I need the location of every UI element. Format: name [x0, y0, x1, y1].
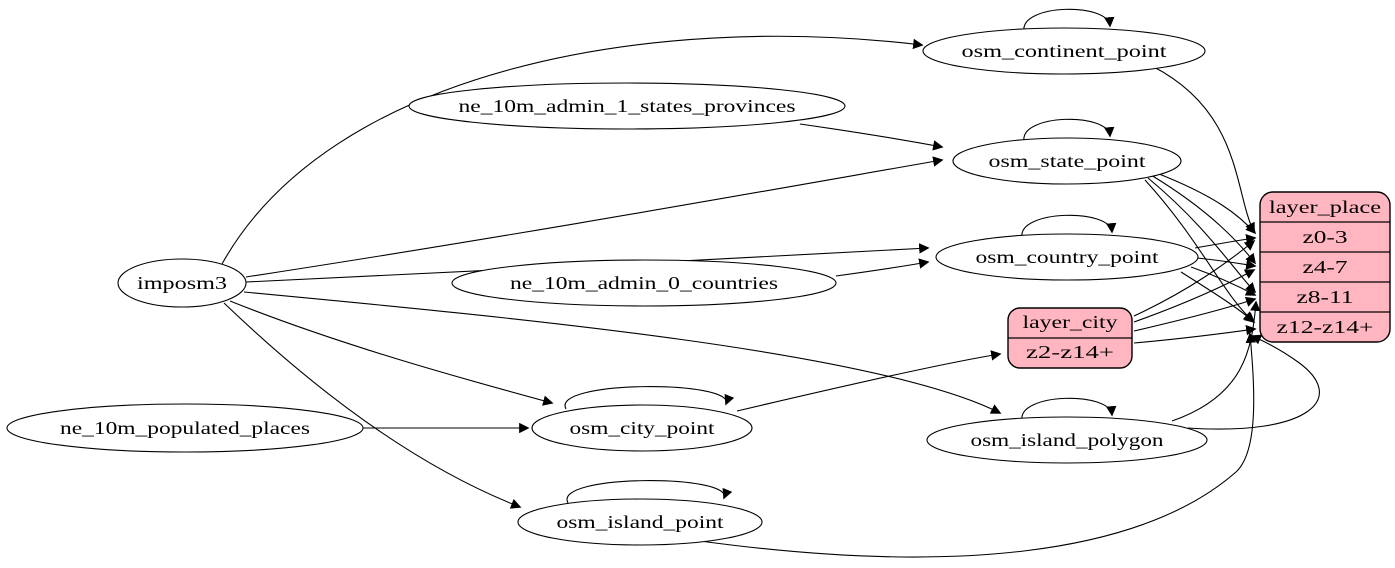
edge-country-z4-7: [1196, 257, 1257, 270]
edge-state-z12-z14: [1144, 179, 1255, 323]
node-imposm3-shape: [117, 258, 247, 308]
edge-country-z12-z14: [1180, 271, 1256, 324]
node-osm-state-point-shape: [952, 137, 1182, 185]
edge-state-z4-7: [1150, 174, 1256, 265]
record-layer-place: layer_place z0-3 z4-7 z8-11 z12-z14+: [1259, 191, 1391, 343]
record-layer-city-title: layer_city: [1023, 312, 1118, 332]
edge-imposm3-osm-continent-point: [221, 35, 924, 265]
node-osm-country-point: osm_country_point: [935, 233, 1199, 281]
node-ne-states-label: ne_10m_admin_1_states_provinces: [459, 96, 796, 116]
node-osm-city-point-shape: [531, 404, 753, 452]
node-ne-10m-admin-1-states-provinces: ne_10m_admin_1_states_provinces: [408, 82, 846, 130]
edge-layer-city-z4-7: [1133, 269, 1256, 323]
edge-imposm3-osm-island-polygon: [243, 291, 1002, 414]
edge-state-z0-3: [1153, 171, 1257, 235]
selfloop-osm-city-point: [564, 386, 735, 410]
edge-layer-city-z12-z14: [1133, 325, 1257, 344]
node-ne-places-shape: [6, 403, 364, 453]
edge-continent-z0-3: [1151, 65, 1255, 234]
node-osm-island-polygon: osm_island_polygon: [926, 416, 1208, 464]
edge-imposm3-osm-island-point: [223, 302, 522, 509]
node-ne-10m-populated-places: ne_10m_populated_places: [6, 403, 364, 453]
record-layer-city: layer_city z2-z14+: [1007, 307, 1133, 369]
node-osm-city-point: osm_city_point: [531, 404, 753, 452]
record-layer-place-row-z4-7: z4-7: [1303, 257, 1348, 277]
edge-state-z8-11: [1147, 177, 1257, 294]
record-layer-place-shape: [1259, 191, 1391, 343]
edge-imposm3-osm-city-point: [229, 300, 554, 406]
node-osm-island-point-label: osm_island_point: [557, 512, 724, 532]
node-imposm3: imposm3: [117, 258, 247, 308]
node-ne-states-shape: [408, 82, 846, 130]
edge-layer-city-z8-11: [1133, 296, 1257, 332]
node-osm-continent-point-label: osm_continent_point: [962, 41, 1167, 61]
node-osm-city-point-label: osm_city_point: [570, 418, 715, 438]
record-layer-place-title: layer_place: [1269, 197, 1381, 217]
node-osm-state-point: osm_state_point: [952, 137, 1182, 185]
edge-osm-city-point-layer-city: [736, 350, 1002, 412]
edge-ne-countries-osm-country-point: [835, 258, 930, 277]
selfloop-osm-country-point: [1021, 214, 1117, 238]
node-ne-countries-shape: [451, 259, 837, 307]
node-osm-country-point-label: osm_country_point: [976, 247, 1159, 267]
node-osm-island-point-shape: [517, 498, 763, 546]
record-layer-place-row-z8-11: z8-11: [1297, 287, 1354, 307]
edge-island-point-z12-z14: [699, 332, 1256, 558]
node-osm-island-polygon-label: osm_island_polygon: [971, 430, 1164, 450]
node-osm-island-polygon-shape: [926, 416, 1208, 464]
edge-country-z8-11: [1190, 266, 1257, 296]
node-osm-continent-point: osm_continent_point: [922, 27, 1206, 75]
node-osm-state-point-label: osm_state_point: [989, 151, 1146, 171]
edge-ne-states-osm-state-point: [799, 123, 944, 151]
edge-imposm3-osm-state-point: [245, 156, 944, 278]
node-ne-countries-label: ne_10m_admin_0_countries: [510, 273, 778, 293]
record-layer-place-row-z0-3: z0-3: [1303, 227, 1348, 247]
node-ne-places-label: ne_10m_populated_places: [60, 418, 310, 438]
node-imposm3-label: imposm3: [137, 273, 227, 293]
edge-island-polygon-z8-11: [1171, 300, 1261, 422]
edge-country-z0-3: [1194, 233, 1257, 249]
selfloop-osm-continent-point: [1023, 8, 1115, 32]
record-layer-city-row-z2-z14: z2-z14+: [1026, 342, 1114, 362]
node-osm-island-point: osm_island_point: [517, 498, 763, 546]
node-osm-country-point-shape: [935, 233, 1199, 281]
edge-island-polygon-z12-z14: [1187, 334, 1320, 430]
edge-group: [221, 8, 1320, 558]
selfloop-osm-island-point: [566, 480, 733, 504]
selfloop-osm-island-polygon: [1021, 397, 1117, 421]
selfloop-osm-state-point: [1023, 118, 1115, 142]
edge-layer-city-z0-3: [1133, 240, 1256, 317]
node-ne-10m-admin-0-countries: ne_10m_admin_0_countries: [451, 259, 837, 307]
record-layer-place-row-z12-z14: z12-z14+: [1277, 317, 1374, 337]
node-osm-continent-point-shape: [922, 27, 1206, 75]
